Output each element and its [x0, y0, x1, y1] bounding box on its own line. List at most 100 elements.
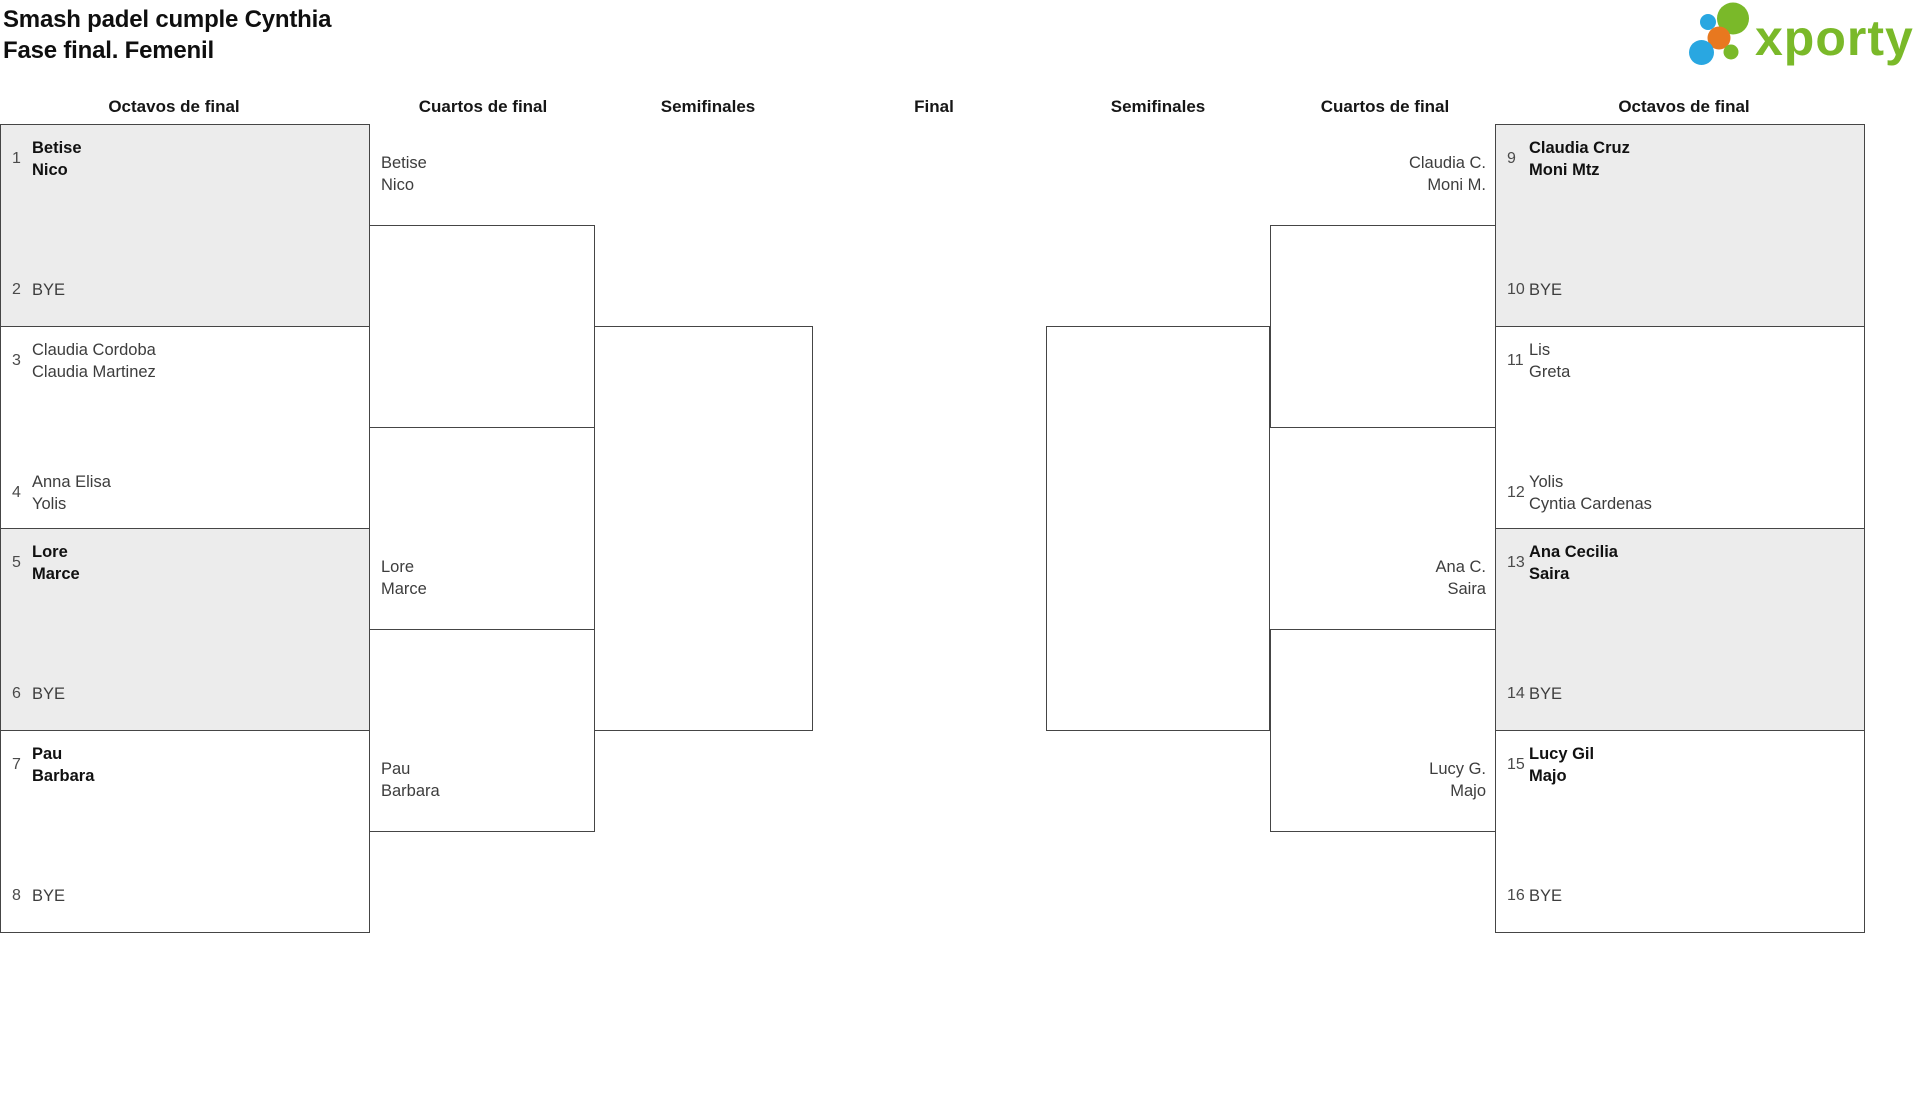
player-name: Lore — [381, 558, 415, 576]
player-name: Moni M. — [1427, 176, 1486, 194]
player-name: Nico — [32, 161, 68, 179]
player-name: BYE — [32, 281, 66, 299]
advancing-team: Lucy G. Majo — [1266, 758, 1486, 802]
player-name: Claudia Cruz — [1529, 139, 1630, 157]
seed-number: 5 — [12, 554, 21, 571]
player-name: Betise — [32, 139, 82, 157]
round-header-cuartos-right: Cuartos de final — [1320, 97, 1450, 116]
seed-number: 7 — [12, 756, 21, 773]
player-name: Lucy G. — [1429, 760, 1486, 778]
advancing-team: Claudia C. Moni M. — [1266, 152, 1486, 196]
team-names: BYE — [1529, 279, 1562, 301]
player-name: Lore — [32, 543, 68, 561]
xporty-dots-icon — [1689, 2, 1749, 65]
player-name: Moni Mtz — [1529, 161, 1600, 179]
team-slot[interactable]: 8 BYE — [1, 885, 369, 907]
page-title: Smash padel cumple Cynthia Fase final. F… — [3, 4, 331, 66]
player-name: Yolis — [1529, 473, 1564, 491]
team-slot[interactable]: 6 BYE — [1, 683, 369, 705]
player-name: Claudia C. — [1408, 154, 1486, 172]
player-name: BYE — [1529, 685, 1563, 703]
team-names: BYE — [32, 885, 65, 907]
seed-number: 6 — [12, 685, 21, 702]
player-name: Saira — [1447, 580, 1486, 598]
player-name: BYE — [1529, 281, 1563, 299]
seed-number: 10 — [1507, 281, 1525, 298]
player-name: Claudia Martinez — [32, 363, 156, 381]
seed-number: 8 — [12, 887, 21, 904]
player-name: Lis — [1529, 341, 1551, 359]
player-name: Lucy Gil — [1529, 745, 1595, 763]
advancing-team: Ana C. Saira — [1266, 556, 1486, 600]
round-header-final: Final — [914, 97, 954, 116]
team-slot[interactable]: 2 BYE — [1, 279, 369, 301]
player-name: Marce — [381, 580, 427, 598]
seed-number: 12 — [1507, 484, 1525, 501]
player-name: Saira — [1529, 565, 1570, 583]
player-name: Marce — [32, 565, 80, 583]
player-name: Ana C. — [1435, 558, 1486, 576]
connector-cuartos-left-1 — [369, 225, 595, 428]
seed-number: 4 — [12, 484, 21, 501]
connector-semifinal-right — [1046, 326, 1270, 731]
seed-number: 14 — [1507, 685, 1525, 702]
player-name: Greta — [1529, 363, 1571, 381]
tournament-name: Smash padel cumple Cynthia — [3, 6, 332, 33]
seed-number: 16 — [1507, 887, 1525, 904]
round-header-semifinales-left: Semifinales — [660, 97, 756, 116]
team-names: BYE — [32, 683, 65, 705]
seed-number: 2 — [12, 281, 21, 298]
player-name: Majo — [1529, 767, 1567, 785]
seed-number: 13 — [1507, 554, 1525, 571]
round-header-octavos-left: Octavos de final — [108, 97, 240, 116]
player-name: Barbara — [32, 767, 95, 785]
player-name: Ana Cecilia — [1529, 543, 1618, 561]
seed-number: 9 — [1507, 150, 1516, 167]
player-name: Anna Elisa — [32, 473, 111, 491]
player-name: Pau — [381, 760, 411, 778]
xporty-logo[interactable]: xporty — [1686, 0, 1920, 75]
player-name: Yolis — [32, 495, 67, 513]
player-name: Nico — [381, 176, 415, 194]
player-name: Claudia Cordoba — [32, 341, 156, 359]
team-names: BYE — [1529, 683, 1562, 705]
connector-semifinal-left — [594, 326, 813, 731]
round-header-octavos-right: Octavos de final — [1618, 97, 1750, 116]
phase-name: Fase final. Femenil — [3, 37, 214, 64]
player-name: Majo — [1450, 782, 1486, 800]
connector-cuartos-right-1 — [1270, 225, 1496, 428]
player-name: BYE — [1529, 887, 1563, 905]
seed-number: 3 — [12, 352, 21, 369]
